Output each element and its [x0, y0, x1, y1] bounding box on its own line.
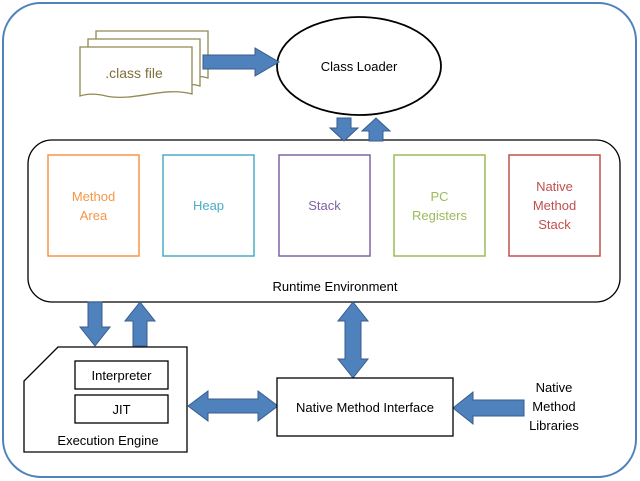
arrow-loader-to-runtime [328, 117, 360, 142]
method-area-label: Method Area [71, 188, 116, 223]
jit-box [74, 394, 169, 424]
stack-label: Stack [308, 198, 341, 213]
stack-box [278, 154, 371, 257]
method-area-box [47, 154, 140, 257]
class-loader-label: Class Loader [320, 58, 398, 74]
native-method-stack-label: Native Method Stack [532, 179, 577, 232]
interpreter-box [74, 360, 169, 390]
arrow-classfile-to-loader [202, 47, 280, 77]
native-method-interface-label: Native Method Interface [295, 399, 435, 415]
interpreter-label: Interpreter [91, 367, 152, 383]
pc-registers-label: PC Registers [412, 188, 467, 223]
jit-label: JIT [112, 401, 131, 417]
execution-engine-label: Execution Engine [57, 432, 159, 448]
native-method-libraries-label: Native Method Libraries [529, 379, 579, 433]
runtime-environment-label: Runtime Environment [272, 278, 398, 294]
arrow-runtime-to-engine [78, 301, 112, 347]
heap-label: Heap [192, 198, 225, 213]
class-file-label: .class file [105, 64, 163, 81]
native-method-interface-box [276, 377, 454, 437]
heap-box [162, 154, 255, 257]
arrow-libraries-to-interface [452, 390, 525, 426]
arrow-runtime-to-loader [360, 117, 392, 142]
class-file-icon [79, 30, 209, 98]
class-loader-ellipse [276, 16, 442, 116]
pc-registers-box [393, 154, 486, 257]
arrow-engine-to-runtime [123, 301, 157, 347]
native-method-stack-box [508, 154, 601, 257]
